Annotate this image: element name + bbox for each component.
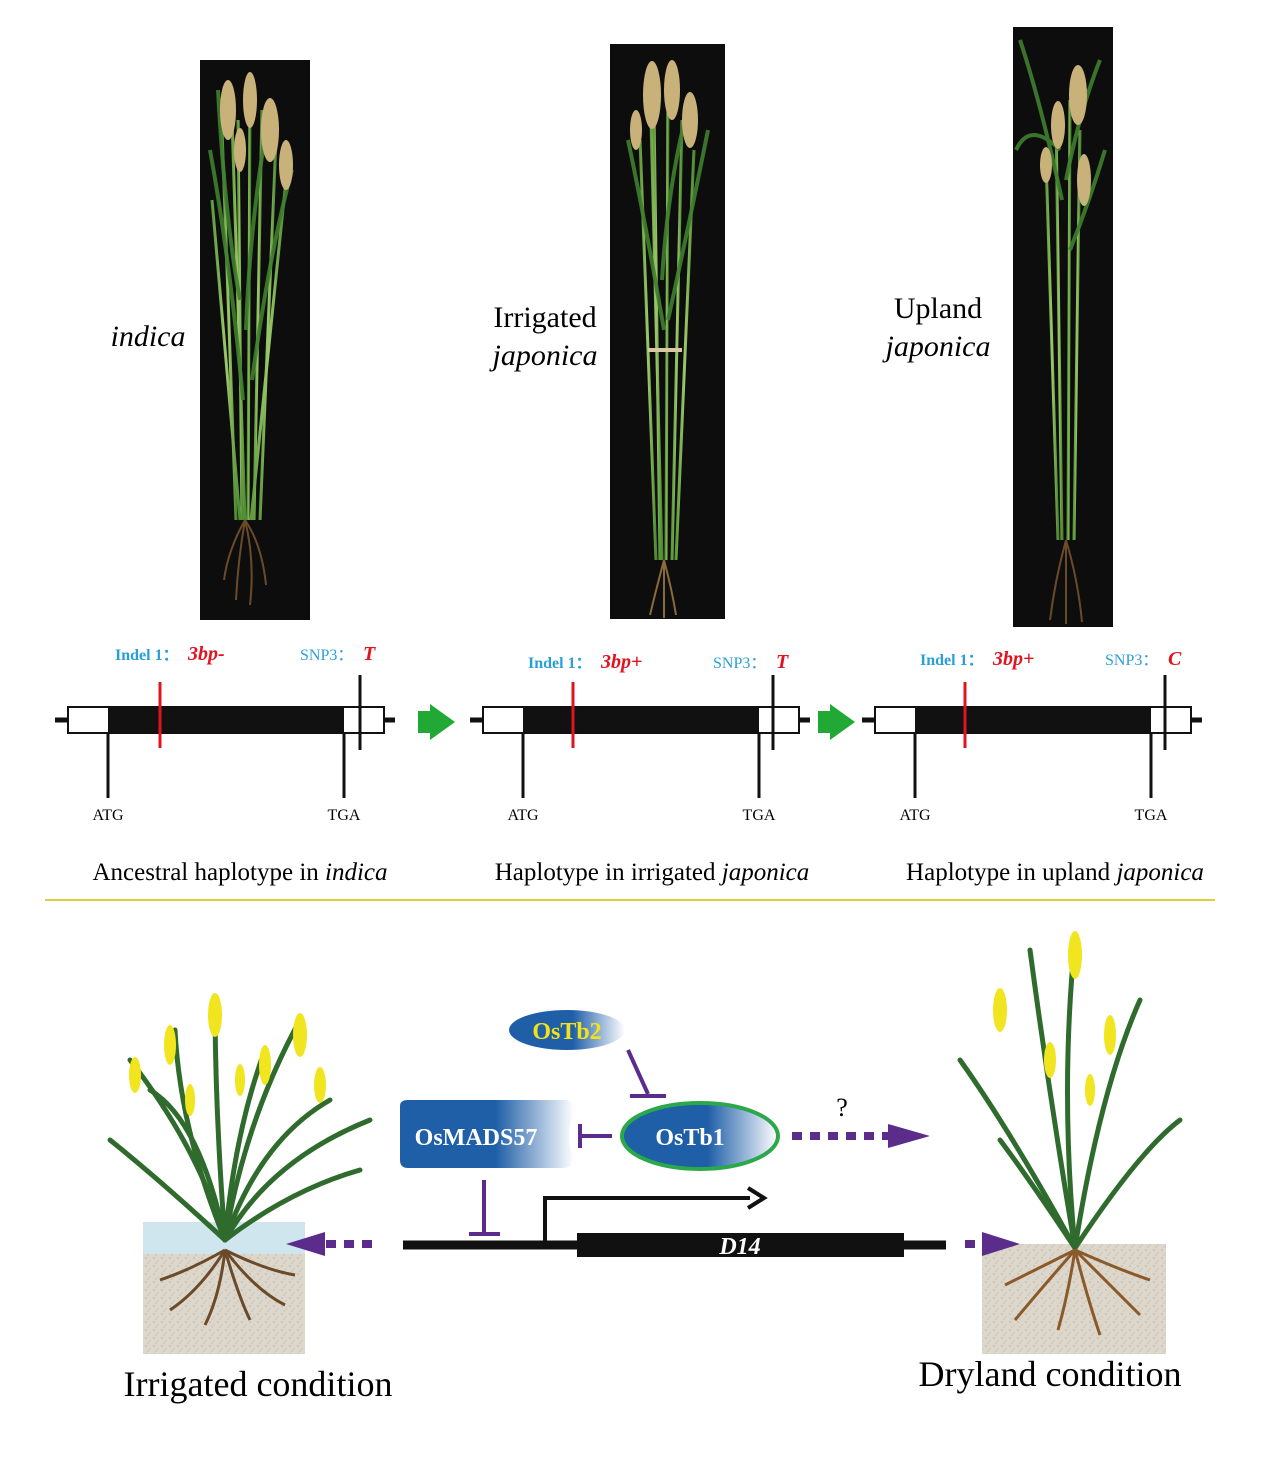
caption-text: Haplotype in irrigated [495, 859, 722, 886]
arrow-to-irrigated-head [286, 1232, 325, 1256]
indel-value: 3bp+ [992, 648, 1034, 670]
progression-arrow-1 [418, 704, 455, 740]
snp-label: SNP3： [300, 647, 353, 664]
plant-label-irrigated-japonica: Irrigated japonica [489, 301, 598, 372]
indel-label: Indel 1： [115, 647, 179, 664]
plant-label-line: Irrigated [493, 301, 596, 334]
osmads57-inhibits-d14 [469, 1180, 500, 1236]
snp-label: SNP3： [1105, 652, 1158, 669]
ostb2-node [509, 1010, 625, 1050]
irrigated-plant-illustration [107, 993, 373, 1354]
indel-value: 3bp+ [600, 651, 642, 673]
ostb1-to-dryland-arrowhead [888, 1124, 930, 1148]
osmads57-node [400, 1100, 574, 1168]
haplotype-model-3: Indel 1： 3bp+ SNP3： C ATG TGA Haplotype in upl… [862, 648, 1204, 886]
cds-box [523, 707, 759, 733]
ostb1-label: OsTb1 [655, 1125, 724, 1151]
caption-italic: japonica [719, 859, 810, 886]
atg-label: ATG [92, 807, 124, 824]
plant-label-indica: indica [111, 320, 186, 353]
snp-value: T [776, 651, 789, 673]
dryland-plant-illustration [957, 931, 1183, 1354]
plant-photo-upland-japonica [1013, 27, 1113, 627]
tga-label: TGA [743, 807, 776, 824]
plant-label-upland-japonica: Upland japonica [882, 292, 991, 363]
haplotype-caption: Haplotype in irrigated japonica [495, 859, 810, 886]
plant-label-line: Upland [894, 292, 982, 325]
snp-label: SNP3： [713, 655, 766, 672]
ostb2-inhibits-ostb1 [626, 1049, 666, 1098]
atg-label: ATG [507, 807, 539, 824]
plant-label-line: japonica [882, 330, 991, 363]
snp-value: C [1168, 648, 1182, 670]
tga-label: TGA [328, 807, 361, 824]
cds-box [108, 707, 344, 733]
haplotype-caption: Ancestral haplotype in indica [92, 859, 387, 886]
caption-text: Ancestral haplotype in [92, 859, 325, 886]
ostb1-node [620, 1101, 780, 1171]
plant-photo-indica [200, 60, 310, 620]
caption-italic: indica [325, 859, 388, 886]
plant-label-line: japonica [489, 339, 598, 372]
haplotype-model-2: Indel 1： 3bp+ SNP3： T ATG TGA Haplotype in irr… [470, 651, 810, 886]
dryland-condition-caption: Dryland condition [919, 1354, 1182, 1394]
haplotype-caption: Haplotype in upland japonica [906, 859, 1204, 886]
snp-value: T [363, 643, 376, 665]
atg-label: ATG [899, 807, 931, 824]
ostb2-label: OsTb2 [532, 1019, 601, 1045]
tga-label: TGA [1135, 807, 1168, 824]
arrow-to-dryland-head [982, 1232, 1020, 1256]
haplotype-row: Indel 1： 3bp- SNP3： T ATG TGA Ancestral haplot… [55, 643, 1204, 886]
d14-gene-label: D14 [718, 1234, 760, 1260]
transcription-arrowhead [746, 1186, 768, 1210]
caption-italic: japonica [1113, 859, 1204, 886]
plant-label-line: indica [111, 320, 186, 353]
d14-gene-body [577, 1233, 904, 1257]
irrigated-condition-caption: Irrigated condition [124, 1364, 393, 1404]
indel-value: 3bp- [187, 643, 225, 665]
haplotype-model-1: Indel 1： 3bp- SNP3： T ATG TGA Ancestral haplot… [55, 643, 395, 886]
progression-arrow-2 [818, 704, 855, 740]
osmads57-label: OsMADS57 [415, 1125, 538, 1151]
cds-box [915, 707, 1151, 733]
ostb1-inhibits-osmads57 [578, 1124, 612, 1148]
indel-label: Indel 1： [920, 652, 984, 669]
plant-photo-irrigated-japonica [610, 44, 725, 619]
caption-text: Haplotype in upland [906, 859, 1116, 886]
indel-label: Indel 1： [528, 655, 592, 672]
unknown-mechanism-mark: ? [836, 1093, 848, 1122]
transcription-start-arrow [543, 1196, 750, 1245]
